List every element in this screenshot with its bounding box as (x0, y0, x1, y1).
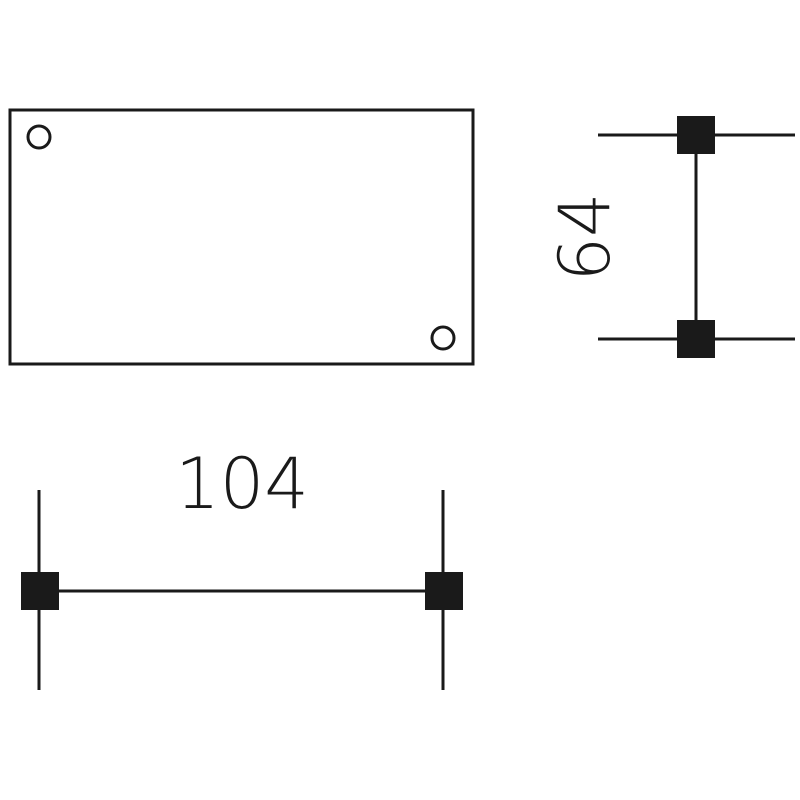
width-dimension: 104 (21, 443, 463, 690)
mounting-hole-bottom-right (430, 325, 456, 351)
height-marker-bottom (677, 320, 715, 358)
height-dimension: 64 (544, 116, 795, 358)
height-dimension-label: 64 (544, 192, 626, 281)
width-dimension-label: 104 (175, 443, 309, 525)
height-marker-top (677, 116, 715, 154)
plate-outline (8, 108, 475, 366)
width-marker-left (21, 572, 59, 610)
mounting-hole-top-left (26, 124, 52, 150)
width-marker-right (425, 572, 463, 610)
